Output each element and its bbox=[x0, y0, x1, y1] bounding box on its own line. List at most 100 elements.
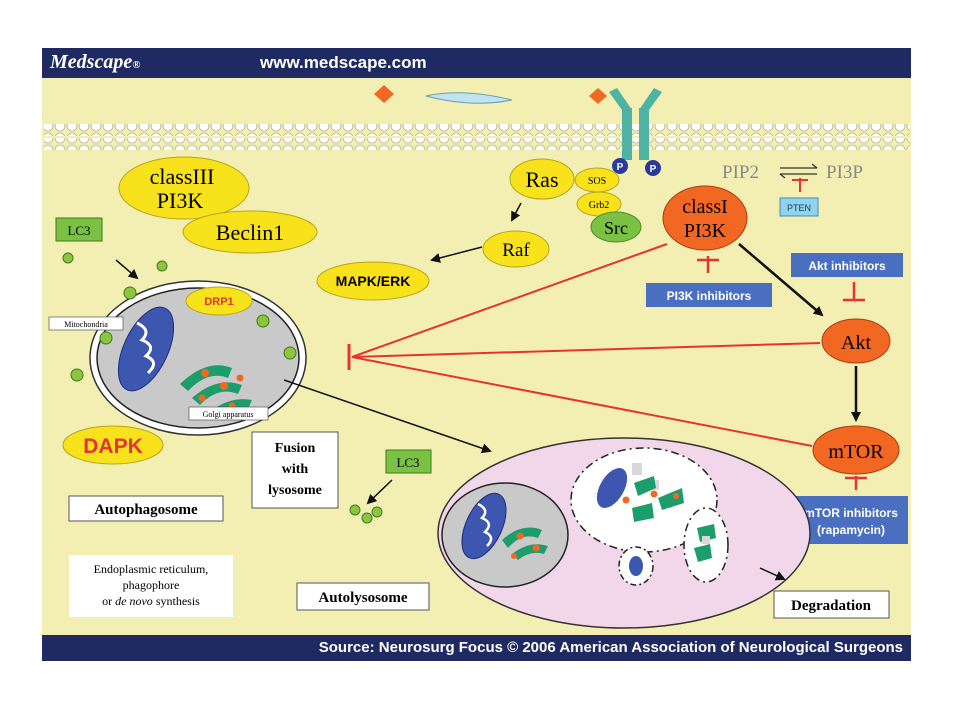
lc3-box-middle bbox=[385, 449, 432, 474]
source-citation: Source: Neurosurg Focus © 2006 American … bbox=[318, 639, 903, 656]
lc3-dot bbox=[123, 286, 137, 300]
lc3-top-label: LC3 bbox=[67, 223, 90, 238]
lc3-dot bbox=[70, 368, 84, 382]
pi3k-inhibitors-box bbox=[646, 283, 772, 307]
pi3p-label: PI3P bbox=[826, 162, 863, 183]
ligand-wave-shape bbox=[425, 92, 513, 104]
lc3-dot bbox=[283, 346, 297, 360]
fusion-label-box bbox=[251, 431, 339, 509]
phospho-p-2-label: P bbox=[650, 164, 657, 175]
arrow-to-degradation bbox=[759, 567, 786, 581]
fusion-label-line2: with bbox=[282, 462, 309, 477]
er-label-line1: Endoplasmic reticulum, bbox=[94, 562, 209, 576]
mapk-erk-node bbox=[316, 261, 430, 301]
site-url: www.medscape.com bbox=[260, 53, 427, 72]
inhibit-line-from-mtor bbox=[351, 356, 813, 447]
mapk-erk-label: MAPK/ERK bbox=[336, 273, 411, 289]
mitochondrion bbox=[461, 492, 507, 560]
phospho-p-1 bbox=[612, 158, 628, 174]
mtor-inhibitors-label-line1: mTOR inhibitors bbox=[804, 506, 898, 520]
grb2-label: Grb2 bbox=[589, 200, 610, 211]
degradation-label-box bbox=[773, 590, 890, 619]
arrow-ras-to-raf bbox=[511, 202, 522, 222]
fusion-label-line3: lysosome bbox=[268, 483, 322, 498]
autolysosome-autophagosome-core bbox=[441, 482, 569, 588]
ras-node bbox=[509, 158, 575, 200]
membrane-row-upper bbox=[44, 124, 910, 136]
arrow-autophagosome-to-autolysosome bbox=[283, 379, 492, 454]
beclin1-node bbox=[182, 210, 318, 254]
inhibit-line-from-akt bbox=[351, 342, 821, 358]
mtor-node bbox=[812, 425, 900, 475]
mitochondria-label: Mitochondria bbox=[64, 320, 108, 329]
mtor-label: mTOR bbox=[828, 441, 884, 463]
src-node bbox=[590, 211, 642, 243]
classI-pi3k-node bbox=[662, 185, 748, 251]
figure-panel: P P Ras SOS Grb2 Src Raf MAPK/ERK classI… bbox=[42, 48, 911, 661]
degrading-vesicle-large bbox=[570, 447, 718, 553]
brand-logo: Medscape® bbox=[50, 51, 141, 73]
dapk-node bbox=[62, 425, 164, 465]
classI-label-line1: classI bbox=[682, 196, 728, 218]
raf-label: Raf bbox=[502, 240, 530, 261]
beclin1-label: Beclin1 bbox=[216, 220, 284, 245]
lc3-dot bbox=[349, 504, 361, 516]
phospho-p-1-label: P bbox=[617, 162, 624, 173]
autophagy-pathway-diagram: P P Ras SOS Grb2 Src Raf MAPK/ERK classI… bbox=[44, 85, 910, 629]
phospho-p-2 bbox=[645, 160, 661, 176]
lc3-box-top bbox=[55, 217, 103, 242]
inhibit-line-from-pi3k bbox=[351, 243, 668, 358]
golgi-callout-box bbox=[188, 406, 269, 421]
mitochondrion bbox=[117, 306, 175, 392]
dapk-label: DAPK bbox=[83, 435, 143, 458]
mitochondria-callout-box bbox=[48, 316, 124, 331]
mtor-inhibitors-label-line2: (rapamycin) bbox=[817, 523, 885, 537]
lc3-dot bbox=[371, 506, 383, 518]
arrow-raf-to-mapk bbox=[430, 246, 483, 263]
autolysosome-label: Autolysosome bbox=[318, 590, 408, 606]
lc3-dot bbox=[62, 252, 74, 264]
drp1-label: DRP1 bbox=[204, 296, 233, 308]
akt-inhibitors-label: Akt inhibitors bbox=[808, 259, 886, 273]
akt-inhibitors-box bbox=[791, 253, 903, 277]
mitochondrion bbox=[596, 468, 628, 508]
golgi-label: Golgi apparatus bbox=[203, 410, 254, 419]
golgi-apparatus bbox=[502, 527, 548, 560]
arrow-pi3k-to-akt bbox=[738, 243, 824, 317]
footer-bar: Source: Neurosurg Focus © 2006 American … bbox=[42, 635, 911, 661]
drp1-node bbox=[185, 286, 253, 316]
mtor-inhibitors-box bbox=[795, 496, 908, 544]
classIII-label-line1: classIII bbox=[150, 164, 215, 189]
pi3k-inhibitors-label: PI3K inhibitors bbox=[667, 289, 752, 303]
er-label-line3: or de novo synthesis bbox=[102, 594, 200, 608]
ligand-diamond-right bbox=[589, 88, 607, 104]
autophagosome-label-box bbox=[68, 495, 224, 522]
ligand-diamond-left bbox=[374, 85, 394, 103]
akt-label: Akt bbox=[841, 332, 871, 354]
arrow-lc3-release bbox=[366, 479, 393, 505]
lc3-dot bbox=[156, 260, 168, 272]
lc3-dot bbox=[99, 331, 113, 345]
autolysosome-label-box bbox=[296, 582, 430, 611]
pip2-label: PIP2 bbox=[722, 162, 759, 183]
akt-node bbox=[821, 318, 891, 364]
sos-label: SOS bbox=[588, 176, 606, 187]
classIII-pi3k-node bbox=[118, 156, 250, 220]
er-label-box bbox=[69, 555, 233, 617]
pten-box bbox=[779, 197, 819, 217]
degradation-label: Degradation bbox=[791, 598, 872, 614]
fusion-label-line1: Fusion bbox=[275, 441, 316, 456]
arrow-lc3-to-autophagosome bbox=[115, 259, 139, 280]
src-label: Src bbox=[604, 218, 628, 238]
autophagosome-label: Autophagosome bbox=[94, 502, 198, 518]
classI-label-line2: PI3K bbox=[684, 220, 727, 242]
classIII-label-line2: PI3K bbox=[157, 188, 204, 213]
lc3-mid-label: LC3 bbox=[396, 455, 419, 470]
ras-label: Ras bbox=[526, 167, 559, 192]
receptor bbox=[609, 88, 662, 160]
membrane-row-lower bbox=[44, 138, 910, 150]
lc3-dot bbox=[361, 512, 373, 524]
pten-label: PTEN bbox=[787, 203, 811, 213]
header-bar: Medscape® www.medscape.com bbox=[42, 48, 911, 78]
raf-node bbox=[482, 230, 550, 268]
